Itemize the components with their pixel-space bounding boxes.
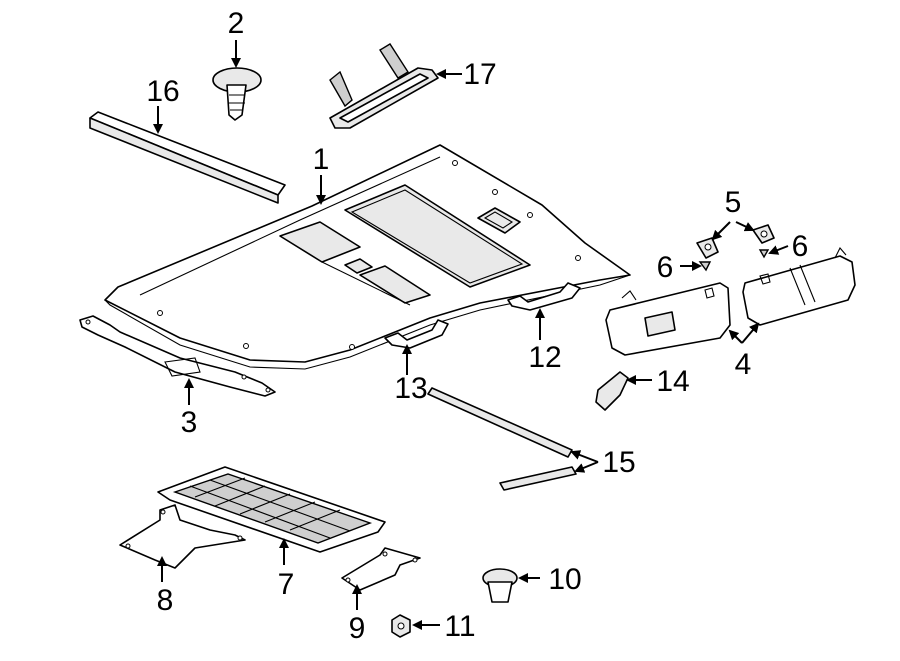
callout-11: 11 [444, 610, 475, 643]
callout-15: 15 [602, 446, 635, 479]
bracket-8-part [119, 504, 246, 569]
callout-14: 14 [656, 365, 689, 398]
callout-13: 13 [394, 372, 427, 405]
callout-6-right: 6 [792, 230, 809, 263]
bracket-12-part [507, 282, 581, 311]
plug-part [482, 568, 518, 603]
callout-9: 9 [349, 612, 366, 645]
callout-17: 17 [463, 58, 496, 91]
screw-6b-part [758, 249, 770, 259]
roof-rail-part [79, 315, 276, 397]
callout-3: 3 [181, 406, 198, 439]
callout-1: 1 [313, 143, 330, 176]
sun-visor-left-part [605, 282, 731, 356]
push-clip-part [212, 67, 262, 121]
callout-2: 2 [228, 7, 245, 40]
bracket-13-part [384, 319, 449, 349]
bracket-9-part [341, 547, 421, 591]
visor-holder-part [595, 371, 629, 411]
visor-clip-5a-part [696, 237, 719, 259]
headliner-part [104, 144, 631, 370]
weatherstrip-15b-part [499, 466, 577, 491]
nut-part [391, 614, 411, 638]
callout-12: 12 [528, 341, 561, 374]
callout-5: 5 [725, 186, 742, 219]
grab-handle-part [329, 43, 439, 129]
callout-6-left: 6 [657, 251, 674, 284]
callout-16: 16 [146, 75, 179, 108]
screw-6a-part [698, 261, 712, 272]
callout-7: 7 [278, 568, 295, 601]
sun-visor-right-part [742, 247, 856, 326]
callout-10: 10 [548, 563, 581, 596]
visor-clip-5b-part [752, 224, 775, 244]
trim-bar-part [89, 111, 286, 204]
callout-4: 4 [735, 348, 752, 381]
storage-net-part [157, 466, 386, 553]
leader-lines [153, 40, 789, 630]
callout-8: 8 [157, 584, 174, 617]
weatherstrip-15a-part [427, 387, 573, 458]
